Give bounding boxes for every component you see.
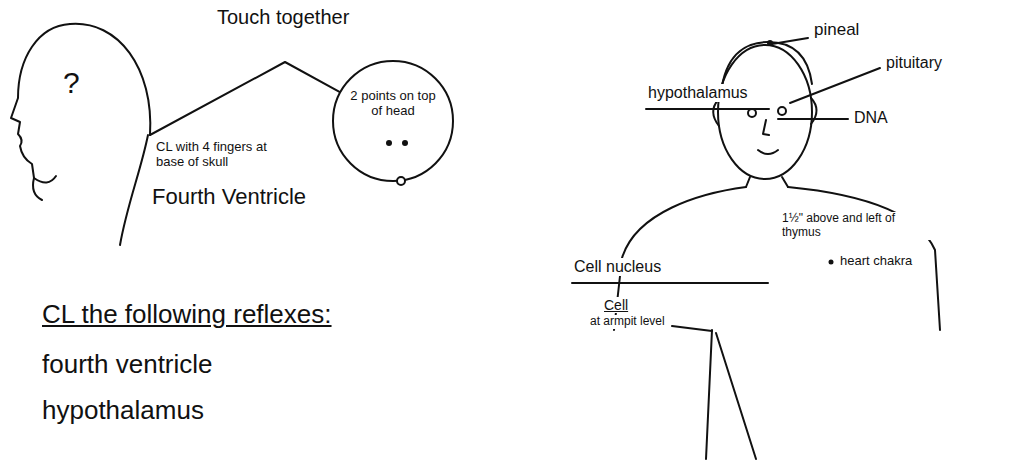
node-outline [8,18,150,198]
neck-line [120,135,148,245]
nose-mark [397,177,405,185]
head-top-circle: 2 points on top of head [332,60,454,182]
part-label: DNA [852,109,890,127]
head-outline [70,24,150,135]
part-label: hypothalamus [646,84,750,102]
leader-line [572,282,768,284]
location-note: at armpit level [588,315,667,329]
reflex-item: hypothalamus [40,396,206,426]
section-heading: Fourth Ventricle [150,184,308,209]
leader-line [790,68,880,103]
leader-line [778,118,848,120]
point-dot [829,260,834,265]
part-label: heart chakra [838,254,914,269]
part-label: pituitary [884,54,944,72]
part-label: pineal [812,20,861,40]
instruction-heading: CL the following reflexes: [40,300,334,330]
eye [748,109,756,117]
face-outline [11,24,70,183]
location-note: 1½" above and left of thymus [780,212,934,240]
arm-line [706,330,712,459]
touch-point [402,140,408,146]
reflex-item: fourth ventricle [40,350,215,380]
touch-point [386,140,392,146]
eye [778,107,786,115]
mouth [758,150,778,154]
head-profile: ? [8,18,150,198]
connector-line [150,62,339,135]
part-label: Cell nucleus [572,258,663,276]
node-text: 2 points on top of head [349,89,437,119]
leader-line [672,326,712,331]
ear [811,98,817,124]
point-dot [767,40,773,46]
neck-line [782,177,788,187]
connector-label: Touch together [215,6,351,29]
ear [713,100,719,126]
part-label: Cell [602,297,630,313]
leader-line [646,108,769,110]
shoulder-line [788,187,940,330]
instruction-note: CL with 4 fingers at base of skull [154,140,298,170]
neck-line [746,177,750,187]
leader-line [772,38,808,44]
node-text: ? [63,66,80,101]
arm-line [716,333,756,459]
jaw-line [33,178,42,200]
node-outline [332,60,454,182]
head-outline [718,45,812,179]
nose [763,120,769,135]
head-top-outline [333,61,453,181]
